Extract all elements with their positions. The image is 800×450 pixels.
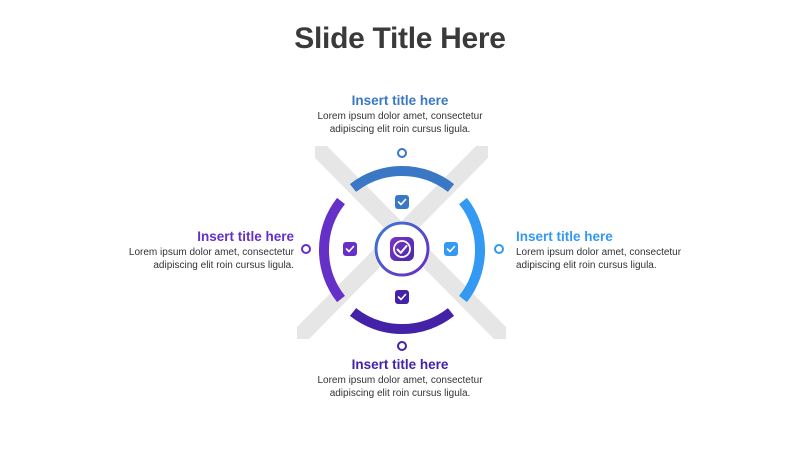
ring-arc-top [349,166,455,192]
slide-title: Slide Title Here [294,22,506,55]
callout-top-line2: adipiscing elit roin cursus ligula. [329,123,471,135]
ring-arc-right [459,197,485,303]
callout-left-title: Insert title here [197,229,294,244]
callout-right-line1: Lorem ipsum dolor amet, consectetur [516,247,682,258]
callout-right-body: Lorem ipsum dolor amet, consectetur adip… [516,247,756,272]
connector-dot-top [397,148,407,158]
check-icon [397,198,407,206]
callout-bottom-title: Insert title here [351,357,449,372]
callout-top-title: Insert title here [351,93,449,108]
check-icon [345,245,355,253]
quadrant-icon-right [444,242,458,256]
quadrant-icon-left [343,242,357,256]
connector-dot-left [301,244,311,254]
quadrant-icon-top [395,195,409,209]
callout-bottom-body: Lorem ipsum dolor amet, consectetur adip… [280,375,520,400]
quadrant-icon-bottom [395,290,409,304]
ring-arc-left [319,197,345,303]
check-icon [446,245,456,253]
callout-top-line1: Lorem ipsum dolor amet, consectetur [317,111,483,122]
connector-dot-right [494,244,504,254]
check-icon [396,245,408,254]
callout-left-line1: Lorem ipsum dolor amet, consectetur [128,247,294,258]
callout-left-line2: adipiscing elit roin cursus ligula. [153,259,294,271]
callout-top: Insert title here Lorem ipsum dolor amet… [280,93,520,136]
connector-dot-bottom [397,341,407,351]
ring-arc-bottom [349,308,455,334]
callout-top-body: Lorem ipsum dolor amet, consectetur adip… [280,111,520,136]
callout-left-body: Lorem ipsum dolor amet, consectetur adip… [54,247,294,272]
callout-right-title: Insert title here [516,229,613,244]
center-hub [374,221,430,277]
callout-bottom-line2: adipiscing elit roin cursus ligula. [329,387,471,399]
callout-bottom: Insert title here Lorem ipsum dolor amet… [280,357,520,400]
callout-right-line2: adipiscing elit roin cursus ligula. [516,259,657,271]
callout-right: Insert title here Lorem ipsum dolor amet… [516,229,756,272]
callout-bottom-line1: Lorem ipsum dolor amet, consectetur [317,375,483,386]
check-icon [397,293,407,301]
callout-left: Insert title here Lorem ipsum dolor amet… [54,229,294,272]
